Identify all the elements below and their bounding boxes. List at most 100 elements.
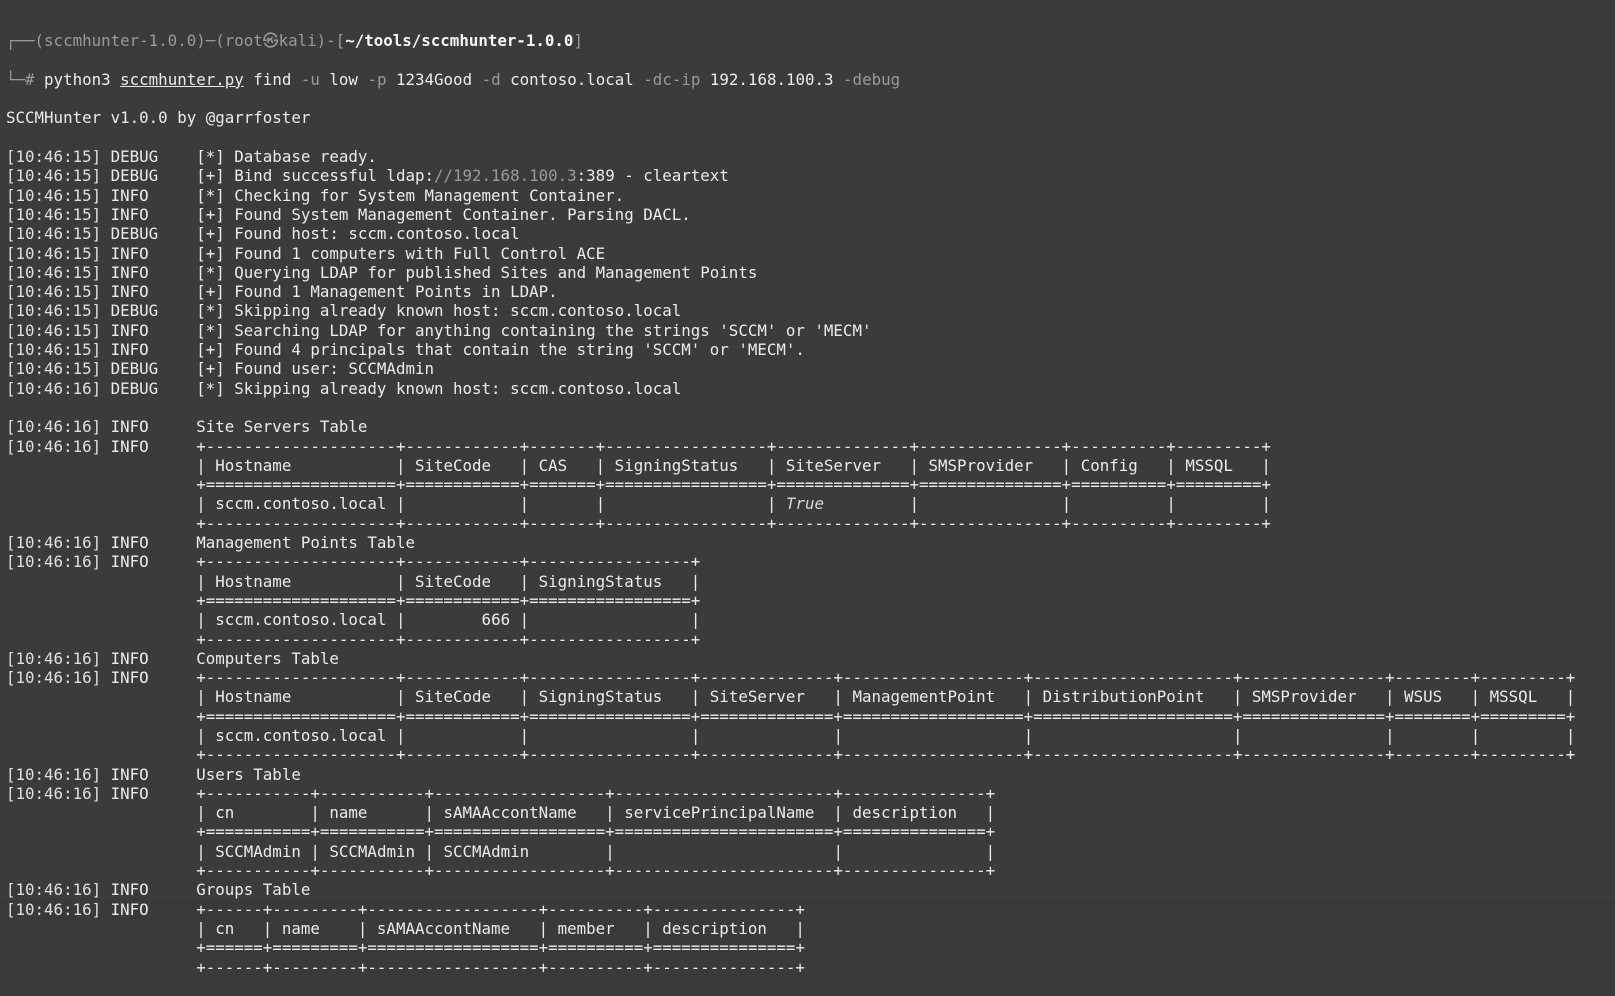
table-border: |	[310, 841, 320, 861]
table-border: |	[690, 725, 701, 745]
table-bottom-border: +------+---------+------------------+---…	[6, 958, 1609, 977]
log-level: DEBUG	[101, 378, 197, 398]
table-cell	[1395, 726, 1471, 745]
table-border: |	[1565, 725, 1576, 745]
table-cell	[843, 726, 1024, 745]
table-border: |	[1023, 725, 1034, 745]
skull-icon: ㉿	[262, 31, 279, 51]
log-message: [*] Searching LDAP for anything containi…	[196, 320, 872, 340]
command-line[interactable]: └─# python3 sccmhunter.py find -u low -p…	[6, 70, 1609, 89]
table-top-border: [10:46:16] INFO +--------------------+--…	[6, 552, 1609, 571]
log-line: [10:46:15] INFO [+] Found 4 principals t…	[6, 340, 1609, 359]
table-cell: sccm.contoso.local	[205, 725, 396, 745]
cmd-script: sccmhunter.py	[120, 69, 244, 89]
table-border: |	[395, 494, 406, 514]
prompt-path: ~/tools/sccmhunter-1.0.0	[345, 31, 574, 51]
table-border: |	[395, 725, 406, 745]
table-border: |	[909, 494, 920, 514]
table-header-separator: +====================+============+=====…	[6, 707, 1609, 726]
table-row: | sccm.contoso.local | | | | True | | | …	[6, 494, 1609, 513]
table-cell	[615, 842, 834, 861]
log-message: [*] Skipping already known host: sccm.co…	[196, 301, 682, 321]
log-message: [+] Found host: sccm.contoso.local	[196, 224, 520, 244]
table-cell	[529, 610, 691, 629]
table-header-row: | cn | name | sAMAAccontName | member | …	[6, 919, 1609, 938]
table-top-border: [10:46:16] INFO +--------------------+--…	[6, 668, 1609, 687]
table-border: +-----------+-----------+---------------…	[196, 861, 996, 881]
log-line: [10:46:15] INFO [*] Checking for System …	[6, 186, 1609, 205]
log-timestamp: [10:46:15]	[6, 340, 102, 360]
table-bottom-border: +--------------------+------------+-----…	[6, 514, 1609, 533]
log-line: [10:46:15] INFO [+] Found 1 Management P…	[6, 282, 1609, 301]
table-bottom-border: +-----------+-----------+---------------…	[6, 861, 1609, 880]
log-line: [10:46:15] DEBUG [+] Bind successful lda…	[6, 166, 1609, 185]
log-line: [10:46:15] INFO [*] Querying LDAP for pu…	[6, 263, 1609, 282]
log-level: DEBUG	[101, 147, 197, 167]
table-border: +====================+============+=====…	[196, 590, 701, 610]
table-border: |	[605, 841, 615, 861]
table-title-line: [10:46:16] INFO Users Table	[6, 765, 1609, 784]
log-level: INFO	[101, 262, 197, 282]
log-timestamp: [10:46:15]	[6, 185, 102, 205]
log-level: INFO	[101, 668, 197, 688]
log-level: INFO	[101, 436, 197, 456]
table-row: | SCCMAdmin | SCCMAdmin | SCCMAdmin | | …	[6, 842, 1609, 861]
banner: SCCMHunter v1.0.0 by @garrfoster	[6, 108, 311, 128]
table-border: |	[985, 841, 996, 861]
log-message: [+] Found 1 Management Points in LDAP.	[196, 282, 558, 302]
table-header: | cn | name | sAMAAccontName | servicePr…	[196, 803, 996, 823]
value-dc-ip: 192.168.100.3	[700, 69, 844, 89]
table-border: +--------------------+------------+-----…	[196, 668, 1576, 688]
log-timestamp: [10:46:15]	[6, 320, 102, 340]
log-level: INFO	[101, 764, 197, 784]
table-border: |	[1232, 725, 1243, 745]
log-timestamp: [10:46:16]	[6, 783, 102, 803]
log-line: [10:46:15] INFO [*] Searching LDAP for a…	[6, 321, 1609, 340]
prompt-prefix: ┌──(sccmhunter-1.0.0)─(root	[6, 31, 263, 51]
log-message: [+] Found 4 principals that contain the …	[196, 340, 805, 360]
log-line: [10:46:15] INFO [+] Found 1 computers wi…	[6, 244, 1609, 263]
prompt-host: kali)-[	[278, 31, 346, 51]
table-border: |	[833, 725, 843, 745]
table-cell	[700, 726, 833, 745]
table-border: +--------------------+------------+-----…	[196, 513, 1271, 533]
prompt-line-1: ┌──(sccmhunter-1.0.0)─(root㉿kali)-[~/too…	[6, 31, 1609, 50]
log-line: [10:46:15] DEBUG [+] Found host: sccm.co…	[6, 224, 1609, 243]
log-message: [*] Database ready.	[196, 147, 377, 167]
log-output: [10:46:15] DEBUG [*] Database ready.[10:…	[6, 147, 1609, 398]
table-border: |	[1385, 725, 1395, 745]
log-message: [*] Querying LDAP for published Sites an…	[196, 262, 758, 282]
log-timestamp: [10:46:16]	[6, 436, 102, 456]
log-message-ip: //192.168.100.3	[433, 166, 577, 186]
tables-output: [10:46:16] INFO Site Servers Table[10:46…	[6, 417, 1609, 977]
table-cell	[1242, 726, 1385, 745]
table-title: Computers Table	[196, 648, 339, 668]
table-border: +===========+===========+===============…	[196, 822, 996, 842]
value-p: 1234Good	[386, 69, 482, 89]
flag-debug: -debug	[843, 69, 901, 89]
log-level: INFO	[101, 783, 197, 803]
table-title: Management Points Table	[196, 533, 415, 553]
table-border: |	[1061, 494, 1072, 514]
log-level: INFO	[101, 533, 197, 553]
table-border: |	[833, 841, 843, 861]
table-border: +====================+============+=====…	[196, 475, 1271, 495]
log-level: DEBUG	[101, 224, 197, 244]
log-timestamp: [10:46:16]	[6, 417, 102, 437]
table-top-border: [10:46:16] INFO +--------------------+--…	[6, 437, 1609, 456]
log-message: :389 - cleartext	[576, 166, 729, 186]
cmd-python: python3	[44, 69, 121, 89]
log-timestamp: [10:46:15]	[6, 224, 102, 244]
table-row: | sccm.contoso.local | 666 | |	[6, 610, 1609, 629]
table-cell	[1480, 726, 1566, 745]
table-border: |	[1261, 494, 1272, 514]
table-border: |	[519, 494, 530, 514]
table-header-row: | Hostname | SiteCode | SigningStatus |	[6, 572, 1609, 591]
table-header-row: | Hostname | SiteCode | CAS | SigningSta…	[6, 456, 1609, 475]
log-timestamp: [10:46:15]	[6, 204, 102, 224]
table-border: +======+=========+==================+===…	[196, 938, 805, 958]
table-border: |	[519, 725, 530, 745]
log-level: INFO	[101, 204, 197, 224]
log-line: [10:46:16] DEBUG [*] Skipping already kn…	[6, 379, 1609, 398]
